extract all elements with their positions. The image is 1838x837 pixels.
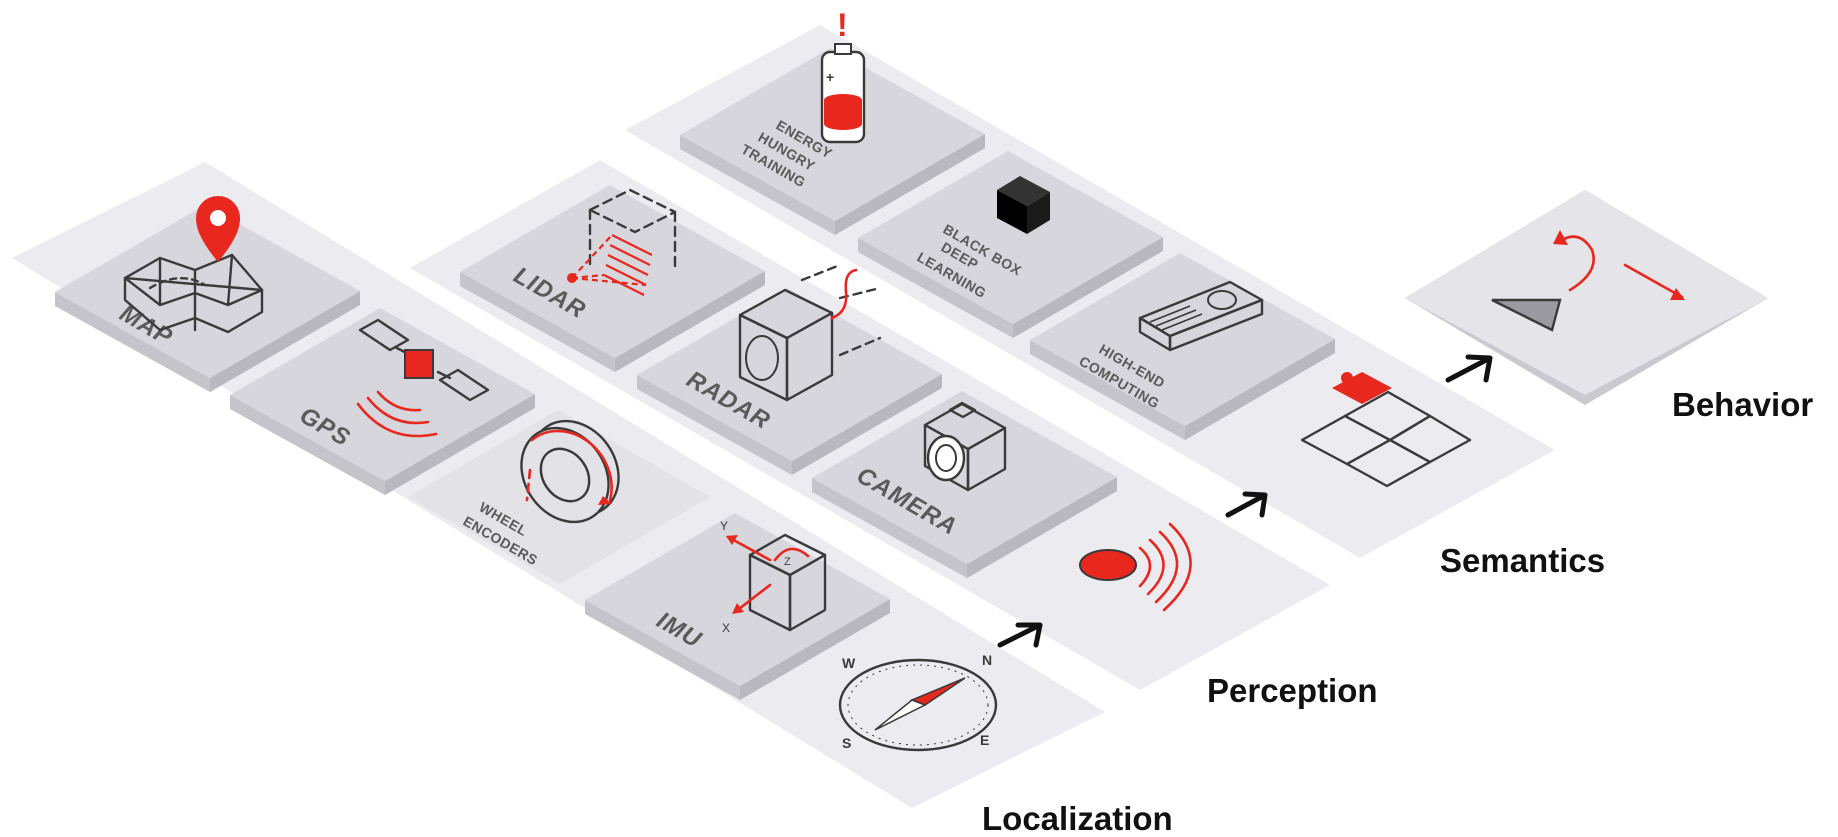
satellite-icon bbox=[358, 318, 490, 402]
tile-imu bbox=[585, 513, 890, 700]
compass-s: S bbox=[842, 735, 851, 751]
stage-localization: Localization bbox=[982, 800, 1173, 837]
radar-icon bbox=[738, 263, 882, 402]
stage-semantics: Semantics bbox=[1440, 542, 1605, 579]
camera-icon bbox=[923, 401, 1007, 492]
tile-gps bbox=[230, 308, 535, 495]
tile-gpu bbox=[1030, 253, 1335, 440]
gpu-card-icon bbox=[1138, 280, 1264, 352]
imu-axis-y: Y bbox=[720, 519, 728, 533]
imu-axis-x: X bbox=[722, 621, 730, 635]
battery-plus: + bbox=[826, 69, 834, 85]
vehicle-triangle-icon bbox=[1491, 298, 1562, 332]
black-box-icon bbox=[997, 176, 1050, 234]
compass-e: E bbox=[980, 732, 989, 748]
tile-radar bbox=[637, 288, 942, 475]
battery-icon: + bbox=[820, 43, 866, 144]
map-icon bbox=[123, 253, 264, 334]
sonar-signal-icon bbox=[1079, 522, 1192, 612]
behavior-platform bbox=[1405, 190, 1768, 405]
imu-axes-icon: Y X Z bbox=[720, 519, 791, 635]
tile-camera bbox=[812, 391, 1117, 578]
compass-icon: N E S W bbox=[838, 652, 998, 752]
compass-w: W bbox=[842, 655, 856, 671]
stage-perception: Perception bbox=[1207, 672, 1378, 709]
wheel-icon bbox=[520, 419, 620, 524]
location-pin-icon bbox=[196, 196, 240, 262]
gps-signal-icon bbox=[356, 390, 438, 438]
puzzle-icon bbox=[1300, 372, 1472, 488]
tile-map bbox=[55, 205, 360, 392]
tile-lidar bbox=[460, 185, 765, 372]
lidar-icon bbox=[567, 188, 677, 296]
alert-icon: ! bbox=[837, 7, 848, 43]
tile-black-box-deep-learning bbox=[858, 151, 1163, 338]
imu-axis-z: Z bbox=[784, 556, 791, 568]
alert-mark: ! bbox=[837, 7, 848, 43]
compass-n: N bbox=[982, 652, 992, 668]
arrow-perception-to-semantics bbox=[1225, 491, 1268, 518]
arrow-localization-to-perception bbox=[997, 622, 1043, 648]
imu-cube-icon bbox=[748, 533, 827, 632]
stage-behavior: Behavior bbox=[1672, 386, 1813, 423]
turn-arrows-icon bbox=[1553, 230, 1685, 300]
arrow-semantics-to-behavior bbox=[1445, 354, 1493, 383]
